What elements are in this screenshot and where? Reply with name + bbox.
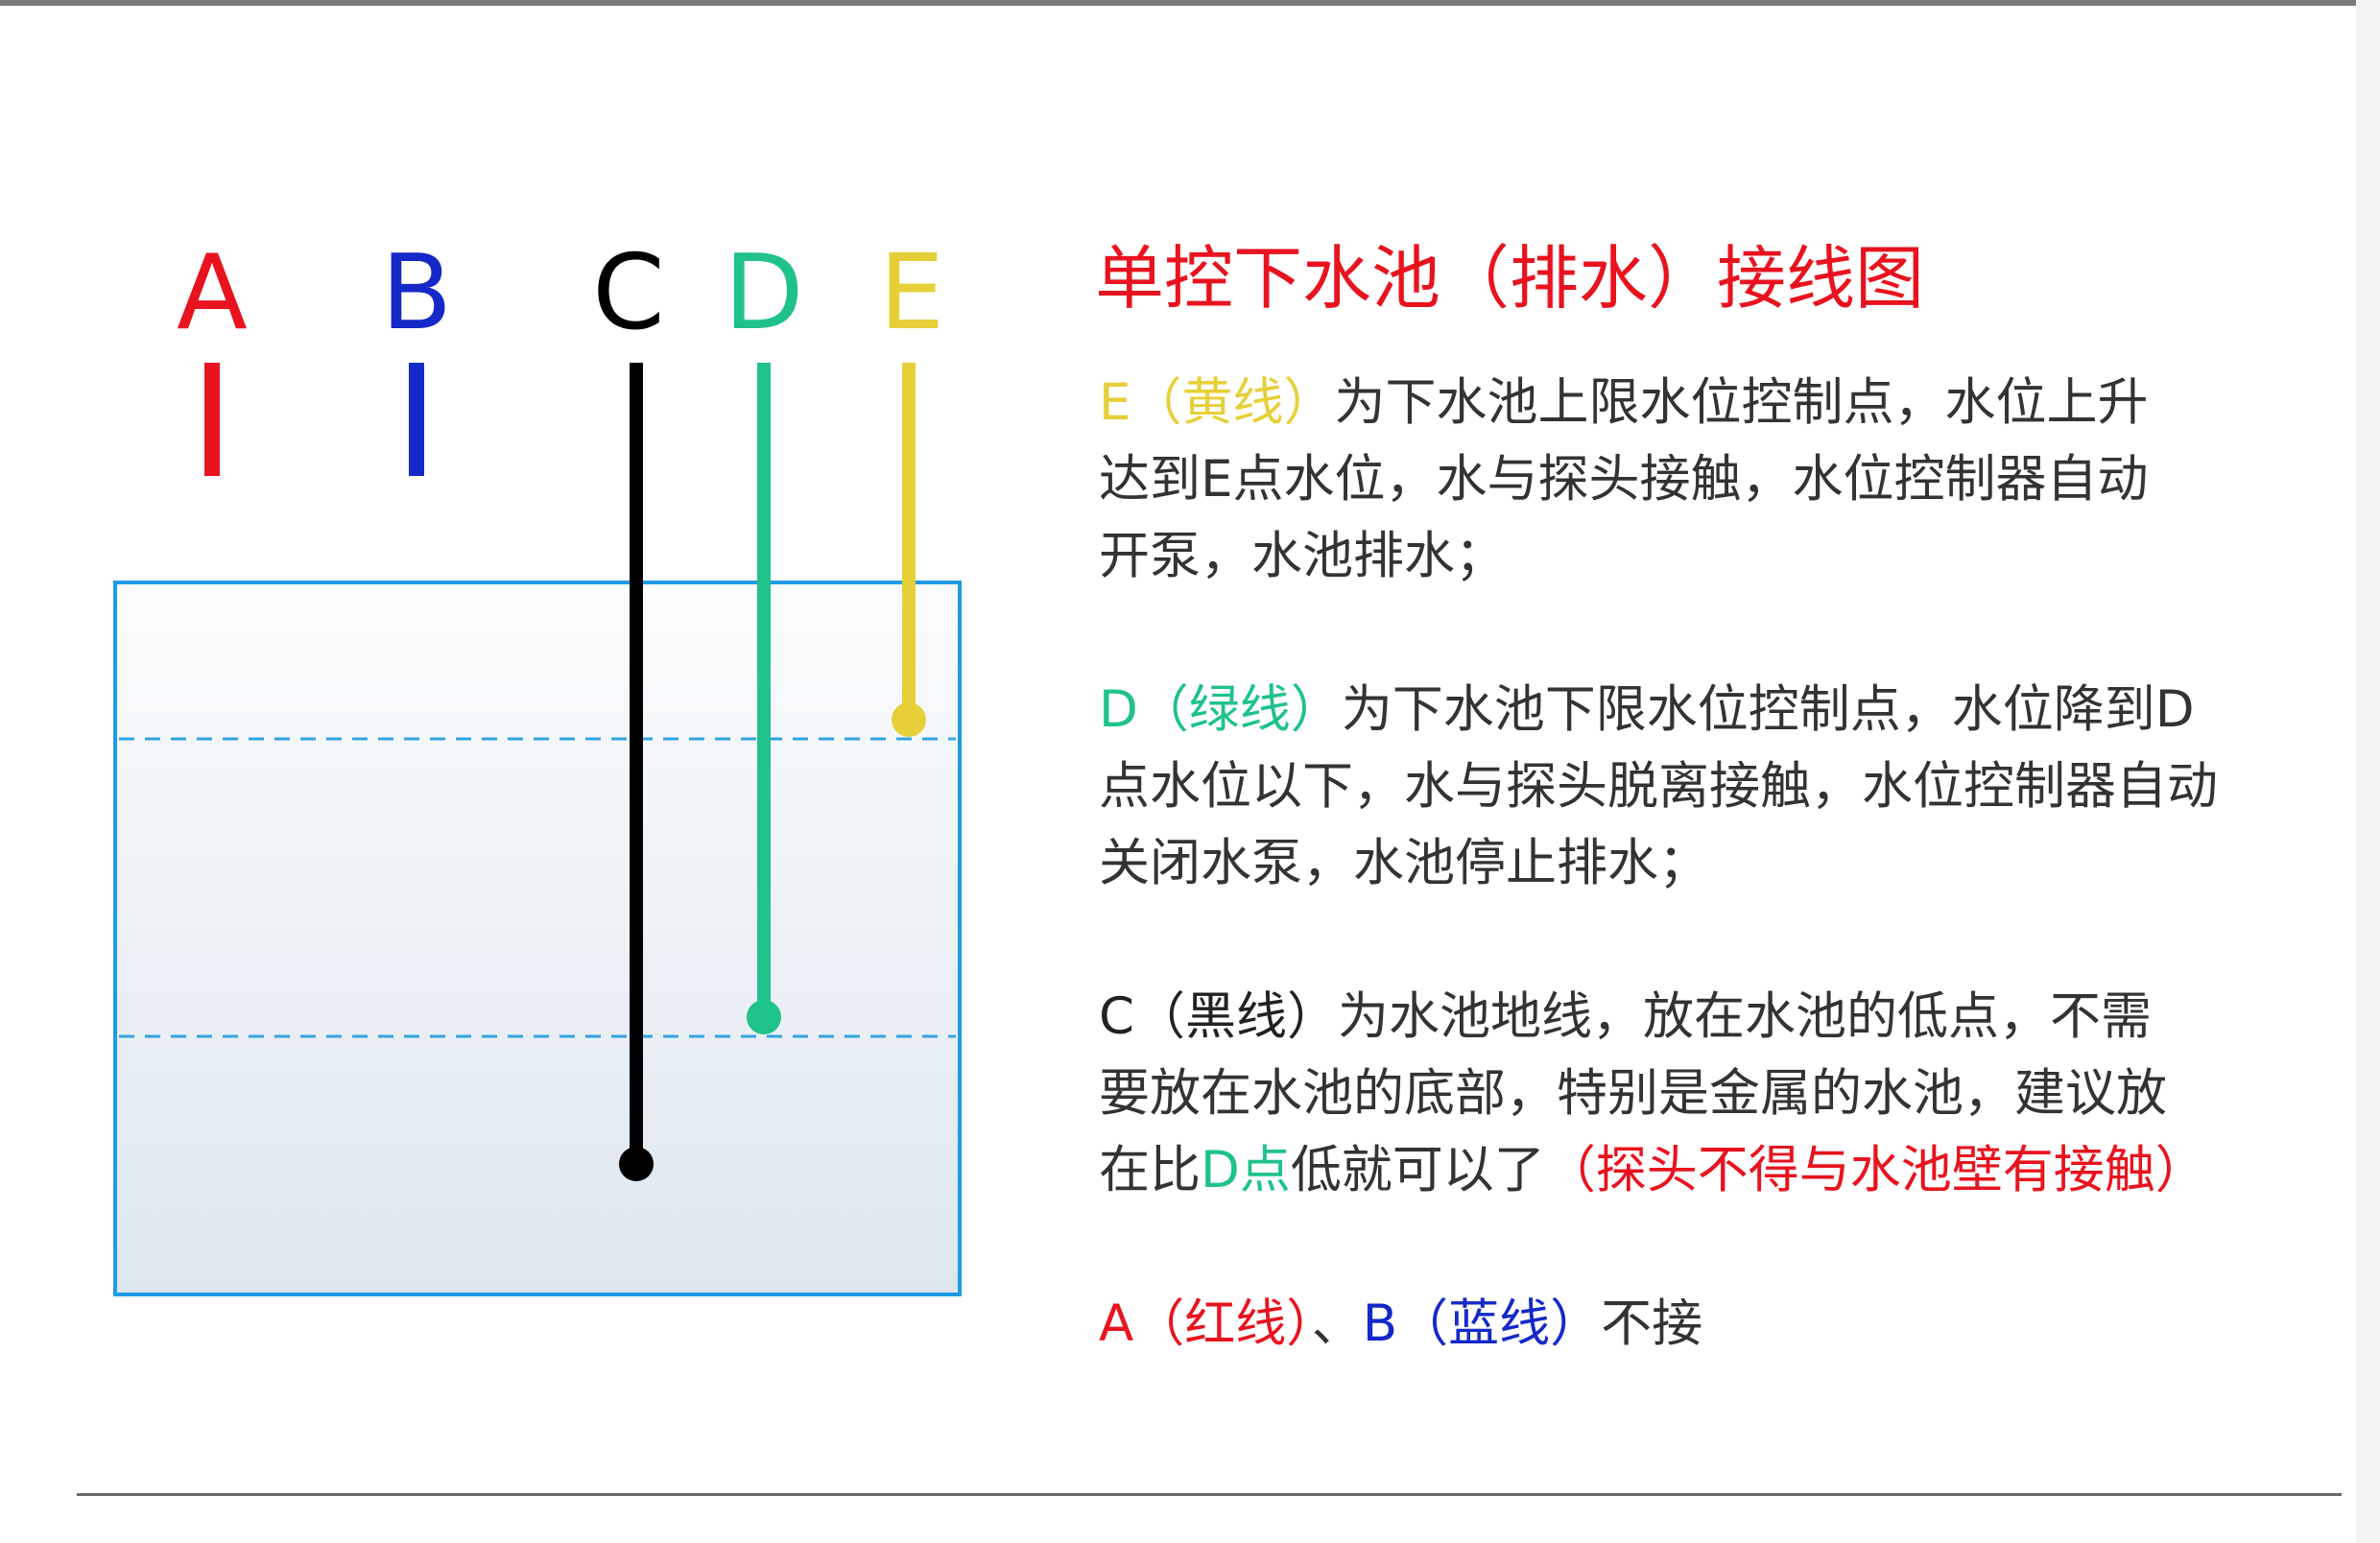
description-panel: 单控下水池（排水）接线图 E（黄线）为下水池上限水位控制点，水位上升 达到E点水… — [1099, 221, 2356, 1363]
tag-d-green: D（绿线） — [1099, 680, 1342, 739]
text-ab-separator: 、 — [1311, 1294, 1363, 1353]
paragraph-c: C（黑线）为水池地线，放在水池的低点，不需 要放在水池的底部，特别是金属的水池，… — [1099, 979, 2356, 1209]
label-a: A — [177, 233, 248, 353]
probe-e — [892, 702, 926, 737]
page-title: 单控下水池（排水）接线图 — [1099, 238, 1925, 319]
text-e-line-1: 为下水池上限水位控制点，水位上升 — [1334, 373, 2149, 432]
tag-b-blue: B（蓝线） — [1362, 1294, 1602, 1353]
text-c-line-3-mid: 低就可以了 — [1290, 1141, 1545, 1199]
text-e-line-2: 达到E点水位，水与探头接触，水位控制器自动 — [1099, 450, 2149, 509]
paragraph-d: D（绿线）为下水池下限水位控制点，水位降到D 点水位以下，水与探头脱离接触，水位… — [1099, 672, 2356, 902]
text-ab-tail: 不接 — [1601, 1294, 1703, 1353]
text-c-line-3-warning: （探头不得与水池壁有接触） — [1544, 1141, 2206, 1199]
right-edge-strip — [2356, 0, 2380, 1543]
paragraph-ab-line: A（红线）、B（蓝线）不接 — [1099, 1286, 2356, 1363]
label-b: B — [381, 233, 452, 353]
tag-c-black: C（黑线） — [1099, 987, 1339, 1046]
tag-e-yellow: E（黄线） — [1099, 373, 1335, 432]
paragraph-e: E（黄线）为下水池上限水位控制点，水位上升 达到E点水位，水与探头接触，水位控制… — [1099, 365, 2356, 595]
text-c-line-3-pre: 在比 — [1099, 1141, 1201, 1199]
label-d: D — [724, 233, 803, 353]
paragraph-c-line-3: 在比D点低就可以了（探头不得与水池壁有接触） — [1099, 1132, 2356, 1209]
text-d-line-1: 为下水池下限水位控制点，水位降到D — [1341, 680, 2195, 739]
water-tank — [113, 581, 962, 1296]
text-e-line-3: 开泵，水池排水； — [1099, 527, 1506, 585]
top-border — [0, 0, 2380, 6]
text-d-line-2: 点水位以下，水与探头脱离接触，水位控制器自动 — [1099, 757, 2218, 816]
label-c: C — [592, 233, 664, 353]
text-d-line-3: 关闭水泵，水池停止排水； — [1099, 834, 1709, 892]
text-c-line-3-d-point: D点 — [1201, 1141, 1291, 1199]
paragraph-d-line-1: D（绿线）为下水池下限水位控制点，水位降到D — [1099, 672, 2356, 748]
probe-c — [619, 1147, 654, 1181]
bottom-border — [77, 1493, 2342, 1496]
paragraph-c-line-1: C（黑线）为水池地线，放在水池的低点，不需 — [1099, 979, 2356, 1056]
paragraph-ab: A（红线）、B（蓝线）不接 — [1099, 1286, 2356, 1363]
paragraph-e-line-1: E（黄线）为下水池上限水位控制点，水位上升 — [1099, 365, 2356, 441]
wiring-diagram: A B C D E — [113, 233, 962, 1296]
label-e: E — [879, 233, 944, 353]
probe-d — [747, 1000, 781, 1034]
tag-a-red: A（红线） — [1099, 1294, 1312, 1353]
text-c-line-1: 为水池地线，放在水池的低点，不需 — [1338, 987, 2153, 1046]
text-c-line-2: 要放在水池的底部，特别是金属的水池，建议放 — [1099, 1064, 2167, 1123]
